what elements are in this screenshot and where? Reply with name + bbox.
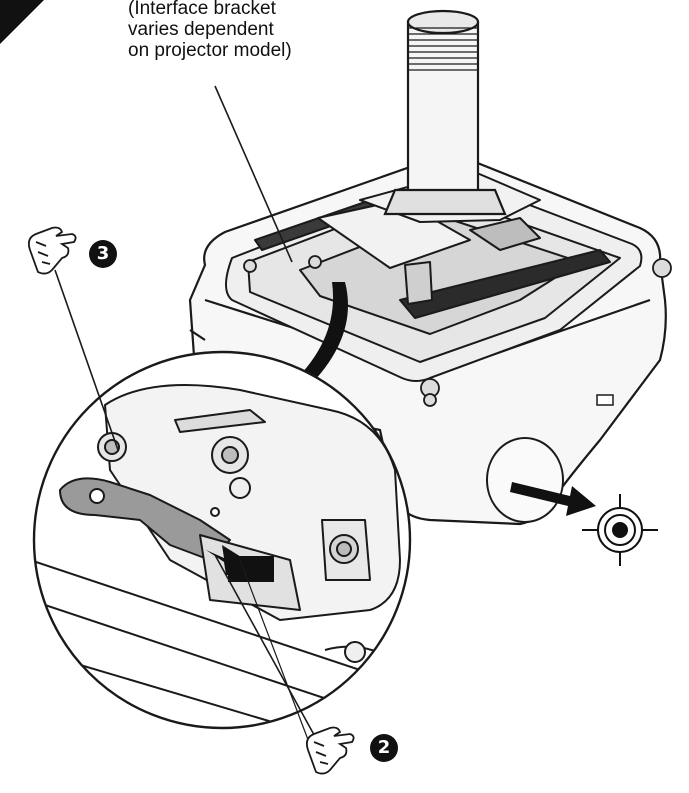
step-2-leader-line <box>214 554 319 743</box>
step-3-leader-line <box>54 269 119 451</box>
arrow-pull-right <box>510 482 596 516</box>
housing-screws <box>243 255 672 407</box>
caption-line-1: (Interface bracket <box>128 0 276 19</box>
interface-bracket-caption: (Interface bracket varies dependent on p… <box>128 0 358 61</box>
hand-pointing-icon <box>305 726 355 775</box>
hand-pointing-icon <box>27 226 77 275</box>
step-2-badge: 2 <box>370 734 398 762</box>
step-2-leader-line-b <box>239 559 311 746</box>
extension-pipe <box>383 9 507 216</box>
magnified-detail <box>32 350 412 730</box>
side-port <box>486 394 614 523</box>
corner-tab-icon <box>0 0 44 44</box>
step-3-badge: 3 <box>89 240 117 268</box>
caption-line-2: varies dependent <box>128 19 274 40</box>
crosshair-target-icon <box>582 494 658 566</box>
caption-line-3: on projector model) <box>128 40 292 61</box>
caption-leader-line <box>214 85 293 263</box>
